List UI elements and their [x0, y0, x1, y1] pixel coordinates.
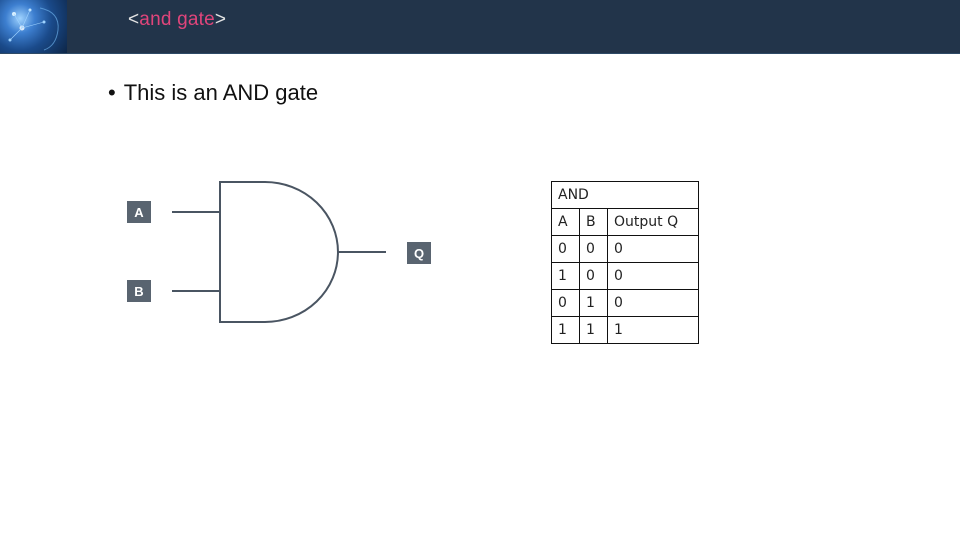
header-a: A	[551, 208, 580, 236]
cell-output: 0	[607, 235, 699, 263]
input-a-label: A	[127, 201, 151, 223]
cell-output: 0	[607, 262, 699, 290]
bullet-icon: •	[108, 80, 116, 105]
truth-table-header-row: A B Output Q	[551, 208, 699, 236]
table-row: 0 0 0	[551, 235, 699, 263]
cell-a: 1	[551, 316, 580, 344]
and-gate-diagram	[172, 181, 386, 323]
table-row: 0 1 0	[551, 289, 699, 317]
cell-output: 1	[607, 316, 699, 344]
header-b: B	[579, 208, 608, 236]
truth-table: AND A B Output Q 0 0 0 1 0 0 0 1 0 1 1 1	[551, 181, 699, 344]
table-row: 1 0 0	[551, 262, 699, 290]
and-gate-body	[219, 181, 339, 323]
cell-b: 1	[579, 316, 608, 344]
output-q-label: Q	[407, 242, 431, 264]
bullet-text: • This is an AND gate	[108, 80, 318, 106]
cell-b: 0	[579, 235, 608, 263]
cell-a: 1	[551, 262, 580, 290]
header-output-q: Output Q	[607, 208, 699, 236]
page-title: <and gate>	[128, 9, 227, 30]
cell-output: 0	[607, 289, 699, 317]
cell-a: 0	[551, 235, 580, 263]
truth-table-title-row: AND	[551, 181, 699, 209]
table-row: 1 1 1	[551, 316, 699, 344]
header-bar: <and gate>	[0, 0, 960, 54]
input-b-label: B	[127, 280, 151, 302]
cell-b: 0	[579, 262, 608, 290]
ai-brain-logo-icon	[0, 0, 67, 53]
cell-a: 0	[551, 289, 580, 317]
cell-b: 1	[579, 289, 608, 317]
bullet-label: This is an AND gate	[123, 80, 319, 105]
truth-table-title: AND	[551, 181, 699, 209]
